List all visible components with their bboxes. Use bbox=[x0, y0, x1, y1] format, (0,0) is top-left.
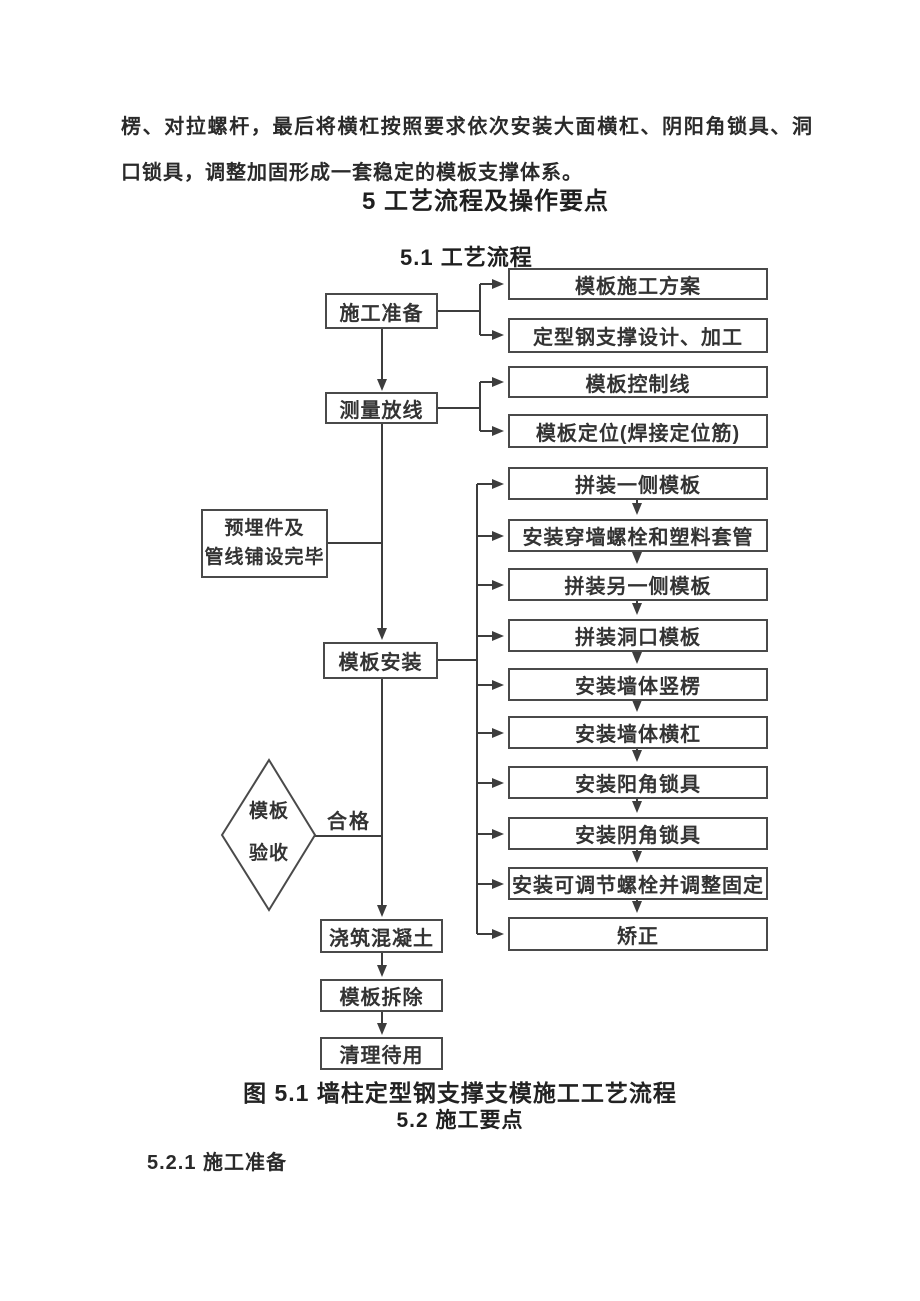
section-heading-5: 5 工艺流程及操作要点 bbox=[362, 188, 610, 215]
flow-node-formwork-install: 模板安装 bbox=[323, 642, 438, 679]
figure-caption: 图 5.1 墙柱定型钢支撑支模施工工艺流程 bbox=[243, 1080, 677, 1106]
flow-node-formwork-removal: 模板拆除 bbox=[320, 979, 443, 1012]
flow-subnode-assemble-other-side: 拼装另一侧模板 bbox=[508, 568, 768, 601]
subsubsection-heading-5-2-1: 5.2.1 施工准备 bbox=[147, 1152, 288, 1174]
embedded-parts-line2: 管线铺设完毕 bbox=[204, 547, 325, 568]
flow-subnode-formwork-control-line: 模板控制线 bbox=[508, 366, 768, 398]
flow-subnode-assemble-one-side: 拼装一侧模板 bbox=[508, 467, 768, 500]
flow-subnode-install-horizontal-bars: 安装墙体横杠 bbox=[508, 716, 768, 749]
flow-subnode-external-corner-locks: 安装阳角锁具 bbox=[508, 766, 768, 799]
subsection-heading-5-1: 5.1 工艺流程 bbox=[400, 245, 533, 270]
flow-node-embedded-parts-done: 预埋件及 管线铺设完毕 bbox=[201, 509, 328, 578]
flow-subnode-install-bolts-sleeves: 安装穿墙螺栓和塑料套管 bbox=[508, 519, 768, 552]
flow-subnode-assemble-opening: 拼装洞口模板 bbox=[508, 619, 768, 652]
flow-subnode-correction: 矫正 bbox=[508, 917, 768, 951]
decision-line1: 模板 bbox=[248, 801, 289, 822]
decision-diamond-shape bbox=[220, 758, 317, 912]
flow-node-pour-concrete: 浇筑混凝土 bbox=[320, 919, 443, 953]
embedded-parts-line1: 预埋件及 bbox=[224, 518, 305, 539]
flow-node-survey-layout: 测量放线 bbox=[325, 392, 438, 424]
subsection-heading-5-2: 5.2 施工要点 bbox=[396, 1109, 524, 1132]
flow-subnode-internal-corner-locks: 安装阴角锁具 bbox=[508, 817, 768, 850]
flow-node-construction-prep: 施工准备 bbox=[325, 293, 438, 329]
flow-subnode-install-vertical-studs: 安装墙体竖楞 bbox=[508, 668, 768, 701]
flow-subnode-formwork-plan: 模板施工方案 bbox=[508, 268, 768, 300]
flow-subnode-adjustable-bolts: 安装可调节螺栓并调整固定 bbox=[508, 867, 768, 900]
decision-line2: 验收 bbox=[248, 843, 289, 864]
flow-node-clean-standby: 清理待用 bbox=[320, 1037, 443, 1070]
intro-paragraph: 楞、对拉螺杆，最后将横杠按照要求依次安装大面横杠、阴阳角锁具、洞口锁具，调整加固… bbox=[121, 116, 813, 184]
decision-pass-label: 合格 bbox=[327, 811, 371, 833]
flow-subnode-steel-support-design: 定型钢支撑设计、加工 bbox=[508, 318, 768, 353]
flow-decision-formwork-inspection: 模板 验收 bbox=[222, 800, 316, 866]
flow-subnode-formwork-positioning: 模板定位(焊接定位筋) bbox=[508, 414, 768, 448]
